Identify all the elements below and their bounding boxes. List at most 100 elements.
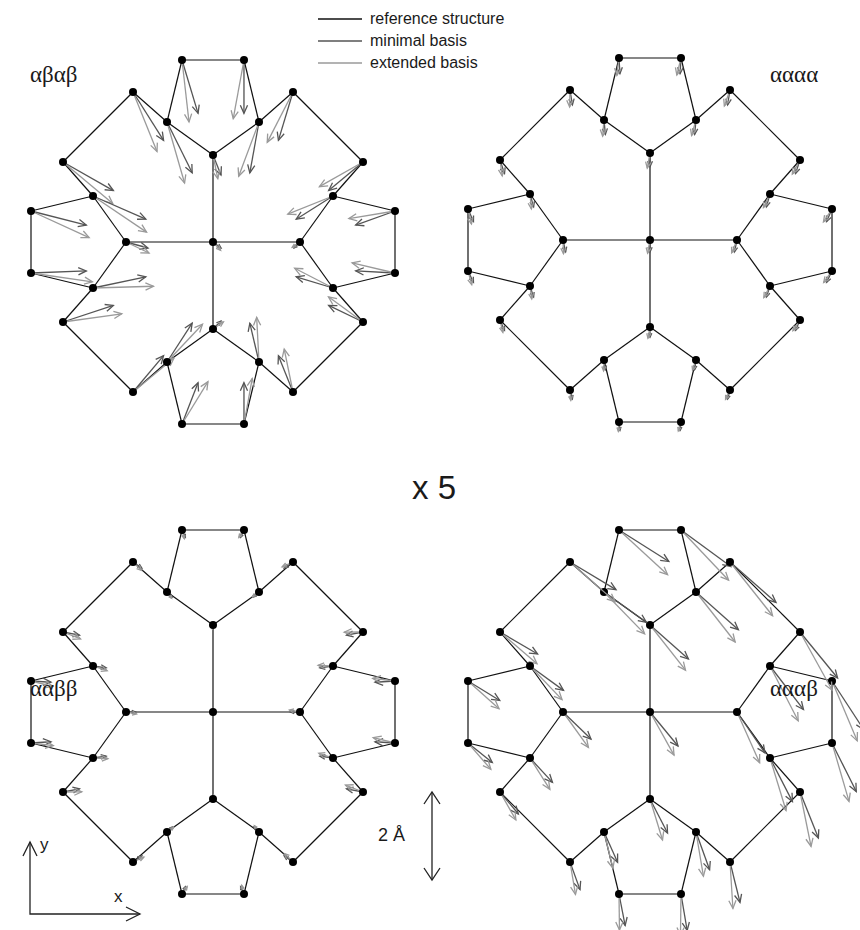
displacement-arrow	[468, 681, 500, 700]
arrow-head	[791, 712, 798, 721]
displacement-arrow	[349, 211, 395, 219]
displacement-arrow	[681, 530, 731, 566]
atom-dot	[329, 192, 337, 200]
bond-line	[468, 271, 530, 286]
legend-sample-line	[318, 40, 362, 42]
arrow-head	[296, 276, 305, 283]
displacement-arrow	[288, 196, 333, 214]
arrow-head	[145, 283, 153, 290]
atom-dot	[289, 558, 297, 566]
bond-line	[696, 360, 730, 390]
atom-dot	[464, 205, 472, 213]
arrow-head	[678, 427, 681, 431]
arrow-head	[254, 826, 257, 829]
arrow-head	[727, 634, 735, 643]
arrow-head	[248, 164, 255, 173]
bond-line	[212, 242, 213, 329]
bond-line	[770, 632, 800, 666]
displacement-arrow	[730, 562, 773, 616]
atom-dot	[163, 588, 171, 596]
arrow-head	[328, 297, 337, 305]
bond-line	[770, 194, 832, 209]
legend-text: reference structure	[370, 10, 504, 28]
arrow-head	[856, 721, 860, 730]
atom-dot	[359, 628, 367, 636]
arrow-head	[646, 248, 651, 254]
atom-dot	[566, 386, 574, 394]
bond-line	[93, 242, 126, 288]
bond-line	[333, 666, 395, 681]
displacement-arrow	[500, 792, 518, 814]
arrow-head	[373, 676, 381, 683]
displacement-arrow	[832, 681, 857, 741]
bond-line	[244, 362, 259, 424]
bond-line	[213, 122, 259, 155]
arrow-head	[491, 701, 499, 709]
bond-line	[333, 758, 363, 792]
displacement-arrow	[650, 799, 663, 840]
atom-dot	[646, 149, 654, 157]
atom-dot	[59, 788, 67, 796]
arrow-head	[581, 739, 589, 748]
arrow-head	[201, 382, 208, 391]
atom-dot	[391, 207, 399, 215]
legend-text: minimal basis	[370, 32, 467, 50]
displacement-arrow	[468, 681, 499, 709]
displacement-arrow	[167, 122, 185, 183]
bond-line	[604, 530, 619, 592]
bond-line	[681, 832, 696, 894]
atom-dot	[766, 282, 774, 290]
atom-dot	[796, 156, 804, 164]
atom-dot	[122, 708, 130, 716]
atom-dot	[391, 739, 399, 747]
displacement-arrow	[604, 592, 645, 634]
atom-dot	[677, 890, 685, 898]
arrow-head	[849, 783, 856, 792]
bond-line	[650, 120, 696, 153]
displacement-arrow	[257, 317, 259, 362]
arrow-head	[636, 626, 644, 634]
atom-dot	[296, 708, 304, 716]
atom-dot	[163, 358, 171, 366]
arrow-head	[528, 203, 533, 209]
atom-dot	[178, 56, 186, 64]
legend-sample-line	[318, 18, 362, 20]
displacement-arrow	[530, 666, 564, 690]
legend-sample-line	[318, 62, 362, 64]
bond-line	[770, 286, 800, 320]
atom-dot	[329, 284, 337, 292]
bond-line	[133, 92, 167, 122]
bond-line	[133, 832, 167, 862]
displacement-arrow	[93, 286, 153, 288]
atom-dot	[296, 238, 304, 246]
bond-line	[259, 562, 293, 592]
arrow-head	[806, 838, 813, 847]
bond-line	[133, 562, 167, 592]
atom-dot	[646, 708, 654, 716]
atom-dot	[646, 621, 654, 629]
bond-line	[333, 273, 395, 288]
atom-dot	[646, 795, 654, 803]
displacement-arrow	[696, 592, 738, 630]
bond-line	[467, 209, 468, 271]
bond-line	[31, 743, 93, 758]
bond-line	[182, 893, 244, 894]
ring-structure	[27, 56, 399, 428]
bond-line	[730, 792, 800, 862]
atom-dot	[209, 325, 217, 333]
atom-dot	[129, 88, 137, 96]
displacement-arrow	[329, 305, 363, 322]
atom-dot	[615, 418, 623, 426]
bond-line	[167, 592, 213, 625]
atom-dot	[526, 282, 534, 290]
arrow-head	[151, 143, 158, 152]
atom-dot	[615, 890, 623, 898]
bond-line	[167, 329, 213, 362]
atom-dot	[796, 788, 804, 796]
configuration-label: αααβ	[770, 676, 818, 701]
bond-line	[604, 832, 619, 894]
arrow-head	[691, 129, 697, 136]
arrow-head	[185, 164, 192, 173]
atom-dot	[391, 269, 399, 277]
